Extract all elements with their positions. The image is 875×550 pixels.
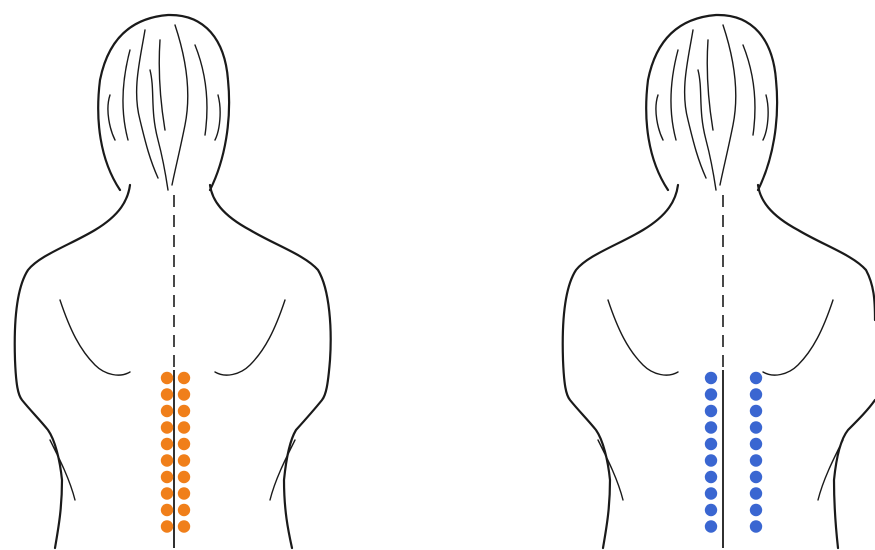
acupoint-dot (178, 388, 190, 400)
acupoint-dot (750, 421, 762, 433)
head-outline (98, 15, 229, 190)
acupoint-dot (750, 520, 762, 532)
acupoint-dot (178, 421, 190, 433)
acupoint-dot (161, 421, 173, 433)
acupoint-dot (750, 454, 762, 466)
head-outline (646, 15, 777, 190)
acupoint-dot (750, 471, 762, 483)
acupoint-dot (705, 471, 717, 483)
acupoint-dot (178, 471, 190, 483)
back-figure-right (438, 0, 875, 550)
acupoint-dot (178, 405, 190, 417)
acupoint-dot (705, 372, 717, 384)
acupoint-dot (750, 405, 762, 417)
acupoint-dot (750, 438, 762, 450)
acupoint-dot (750, 487, 762, 499)
acupoint-dot (705, 421, 717, 433)
acupoint-dots-blue (705, 372, 762, 533)
acupoint-dot (178, 372, 190, 384)
acupoint-dot (161, 504, 173, 516)
acupoint-dot (161, 454, 173, 466)
acupoint-dot (705, 438, 717, 450)
acupoint-dot (161, 471, 173, 483)
back-illustration-left (0, 0, 437, 550)
acupoint-dot (161, 520, 173, 532)
back-illustration-right (438, 0, 875, 550)
acupoint-dot (705, 487, 717, 499)
acupoint-dot (178, 454, 190, 466)
acupoint-dot (161, 388, 173, 400)
acupoint-dots-orange (161, 372, 190, 533)
acupoint-dot (705, 504, 717, 516)
acupoint-dot (750, 504, 762, 516)
acupoint-dot (705, 454, 717, 466)
acupoint-dot (178, 438, 190, 450)
acupoint-dot (750, 372, 762, 384)
acupoint-dot (178, 487, 190, 499)
acupoint-dot (178, 504, 190, 516)
acupoint-dot (161, 372, 173, 384)
torso-outline (563, 185, 875, 548)
acupoint-dot (161, 405, 173, 417)
acupoint-dot (705, 520, 717, 532)
acupoint-dot (161, 487, 173, 499)
acupoint-dot (705, 388, 717, 400)
back-figure-left (0, 0, 437, 550)
acupoint-dot (178, 520, 190, 532)
acupoint-dot (705, 405, 717, 417)
acupoint-dot (750, 388, 762, 400)
acupoint-dot (161, 438, 173, 450)
